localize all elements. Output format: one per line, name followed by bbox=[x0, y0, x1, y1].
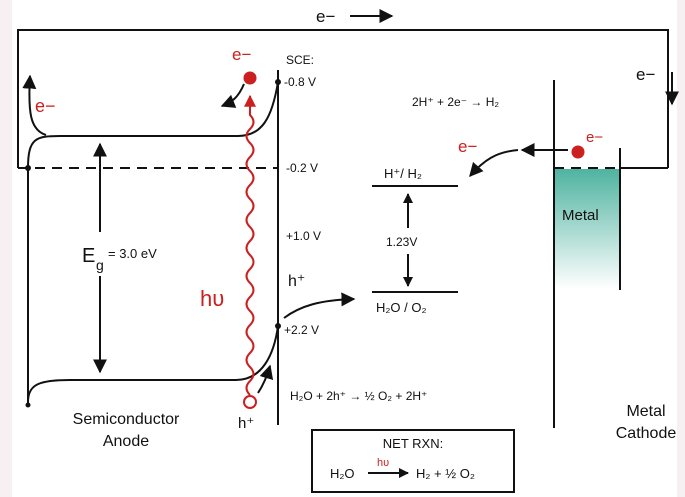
hole-label-upper: h⁺ bbox=[288, 273, 305, 290]
electron-escape-arrow bbox=[22, 74, 47, 136]
excited-electron bbox=[243, 71, 257, 85]
o-level-label: H₂O / O₂ bbox=[376, 300, 427, 315]
h-level-label: H⁺/ H₂ bbox=[384, 166, 422, 181]
electron-label-right-wire: e− bbox=[636, 65, 655, 84]
anode-contact-dot bbox=[25, 402, 31, 408]
cb-edge-dot bbox=[275, 79, 281, 85]
net-reaction-photon: hυ bbox=[377, 457, 389, 469]
metal-fill bbox=[555, 169, 619, 289]
potential-cb: -0.8 V bbox=[284, 75, 316, 89]
hole-transfer-arrow bbox=[257, 364, 274, 394]
net-reaction-products: H₂ + ½ O₂ bbox=[416, 466, 475, 481]
conduction-band bbox=[27, 81, 279, 169]
net-reaction-box bbox=[311, 429, 515, 493]
bandgap-label-bg bbox=[70, 232, 190, 276]
potential-vb: +2.2 V bbox=[284, 323, 319, 337]
photon-label: hυ bbox=[200, 286, 224, 311]
anode-reaction: H₂O + 2h⁺ → ½ O₂ + 2H⁺ bbox=[290, 389, 427, 403]
potential-fermi: -0.2 V bbox=[286, 161, 318, 175]
bandgap-symbol: E bbox=[82, 245, 95, 267]
cathode-reaction: 2H⁺ + 2e⁻ → H₂ bbox=[412, 95, 499, 109]
potential-mid: +1.0 V bbox=[286, 229, 321, 243]
fermi-level-dot bbox=[25, 165, 31, 171]
potential-gap-label: 1.23V bbox=[386, 235, 417, 249]
valence-band bbox=[27, 325, 279, 403]
hole-label-lower: h⁺ bbox=[238, 415, 254, 432]
cathode-electron bbox=[571, 145, 585, 159]
electron-relax-arrow bbox=[220, 83, 245, 108]
net-reaction-reactant: H₂O bbox=[330, 466, 355, 481]
net-reaction-title: NET RXN: bbox=[383, 436, 443, 451]
vb-edge-dot bbox=[275, 323, 281, 329]
electron-label-top: e− bbox=[316, 7, 335, 26]
electron-label-cathode-dot: e− bbox=[586, 129, 603, 146]
bandgap-value: = 3.0 eV bbox=[108, 246, 157, 261]
hole bbox=[243, 395, 257, 409]
sce-label: SCE: bbox=[286, 53, 314, 67]
hole-oxidation-arrow bbox=[283, 292, 356, 319]
electron-reduction-arrow bbox=[469, 149, 519, 178]
electron-label-to-level: e− bbox=[458, 137, 477, 156]
metal-cathode-label-line1: Metal bbox=[626, 403, 665, 420]
semiconductor-anode-label-line1: Semiconductor bbox=[73, 411, 180, 428]
photon-excitation-wave bbox=[244, 94, 256, 396]
bandgap-subscript: g bbox=[96, 257, 104, 273]
electron-label-anode: e− bbox=[35, 96, 56, 116]
electron-label-excited: e− bbox=[232, 45, 251, 64]
semiconductor-anode-label-line2: Anode bbox=[103, 433, 149, 450]
metal-cathode-label-line2: Cathode bbox=[616, 425, 677, 442]
metal-label: Metal bbox=[562, 207, 599, 224]
